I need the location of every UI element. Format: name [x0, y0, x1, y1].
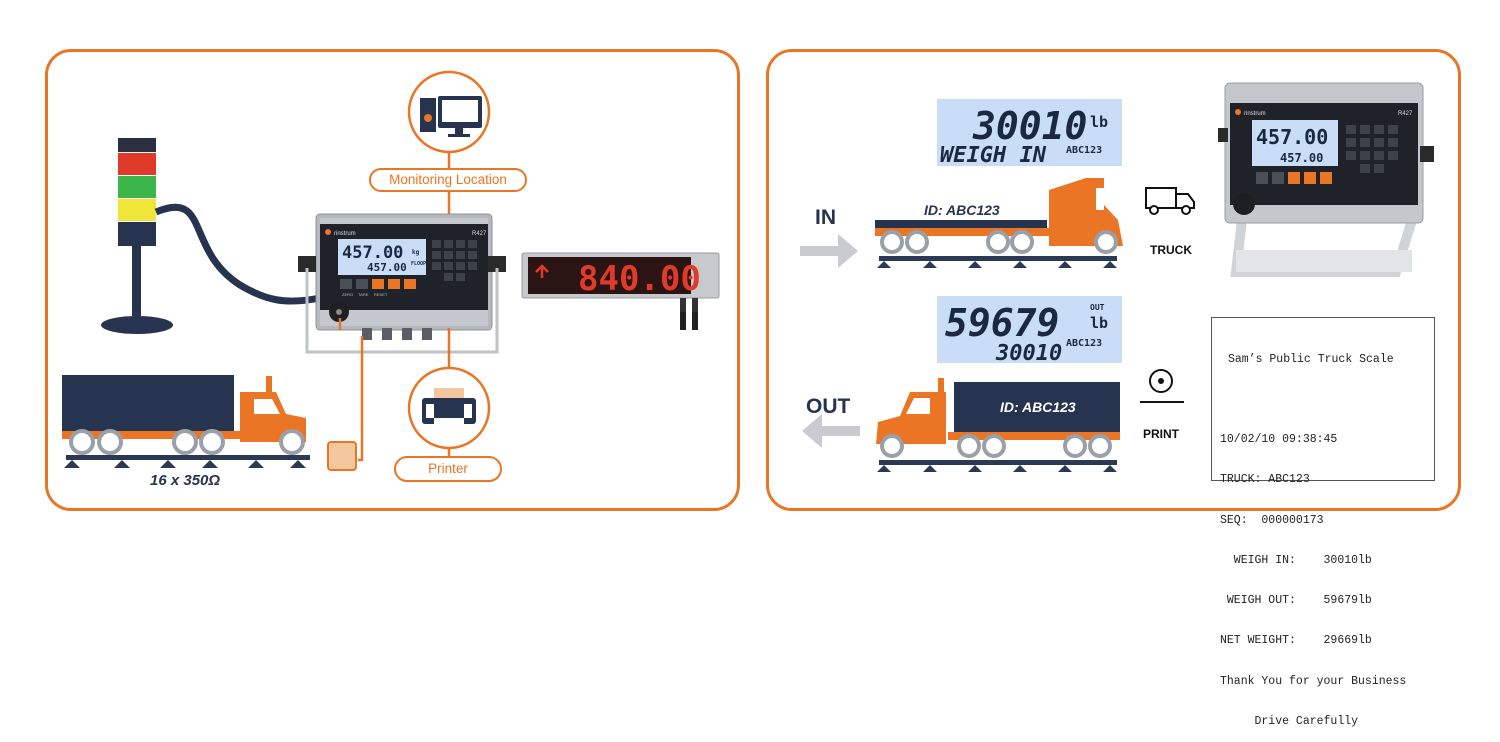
truck-id-out: ID: ABC123	[1000, 399, 1076, 415]
ticket-line: Sam’s Public Truck Scale	[1228, 352, 1394, 366]
monitoring-location-label: Monitoring Location	[369, 168, 527, 192]
indicator-unit: kg	[412, 249, 420, 256]
truck-in: ID: ABC123	[875, 178, 1123, 268]
ticket-line: WEIGH OUT: 59679lb	[1220, 594, 1372, 608]
out-arrow-icon	[802, 414, 860, 448]
lcd-in-value: 30010	[972, 104, 1087, 148]
truck-out: ID: ABC123	[876, 378, 1120, 472]
ticket-line: SEQ: 000000173	[1220, 513, 1324, 527]
lcd-out-sub-value: 30010	[995, 341, 1062, 366]
indicator-photo: rinstrum R427 457.00 457.00	[1218, 82, 1434, 277]
remote-display-value: 840.00	[578, 259, 701, 299]
weigh-ticket: Sam’s Public Truck Scale 10/02/10 09:38:…	[1211, 317, 1435, 728]
indicator-floop: FLOOP	[411, 261, 426, 267]
ticket-line: WEIGH IN: 30010lb	[1220, 553, 1372, 567]
out-label: OUT	[806, 395, 851, 418]
lcd-out-unit: lb	[1090, 314, 1108, 332]
indicator-brand: rinstrum	[334, 231, 356, 237]
key-reset: RESET	[374, 292, 388, 297]
ticket-line: 10/02/10 09:38:45	[1220, 433, 1338, 447]
load-cells-label: 16 x 350Ω	[150, 472, 220, 489]
lcd-out-value: 59679	[945, 301, 1059, 345]
ticket-line: Thank You for your Business	[1220, 674, 1407, 688]
weighbridge-platform	[64, 455, 310, 468]
lcd-weigh-out: 59679 OUT lb 30010 ABC123	[937, 296, 1122, 366]
printer-icon	[407, 366, 491, 450]
truck-id-in: ID: ABC123	[924, 202, 1000, 218]
ticket-line: Drive Carefully	[1220, 714, 1359, 728]
key-tare: TARE	[358, 292, 369, 297]
delivery-truck-icon	[1145, 187, 1195, 215]
indicator-main-reading: 457.00	[342, 243, 403, 263]
truck-icon	[62, 375, 306, 442]
photo-main-reading: 457.00	[1256, 125, 1328, 149]
key-zero: ZERO	[342, 292, 353, 297]
photo-brand: rinstrum	[1244, 111, 1266, 117]
diagram-canvas: rinstrum R427 457.00 kg 457.00 FLOOP ZER…	[62, 70, 1434, 489]
lcd-out-tag: OUT	[1090, 303, 1105, 312]
printer-label: Printer	[394, 456, 502, 482]
lcd-in-unit: lb	[1090, 113, 1108, 131]
in-arrow-icon	[800, 234, 858, 268]
ticket-line: NET WEIGHT: 29669lb	[1220, 634, 1372, 648]
in-label: IN	[815, 206, 836, 229]
computer-icon	[407, 70, 491, 154]
lcd-out-id: ABC123	[1066, 338, 1102, 349]
ticket-line	[1220, 393, 1434, 406]
truck-wheels	[69, 429, 305, 455]
print-label: PRINT	[1143, 427, 1180, 441]
junction-box-icon	[327, 441, 357, 471]
indicator-model: R427	[472, 231, 487, 237]
lcd-in-id: ABC123	[1066, 145, 1102, 156]
ticket-line: TRUCK: ABC123	[1220, 473, 1310, 487]
photo-sub-reading: 457.00	[1280, 151, 1323, 165]
print-icon	[1140, 369, 1184, 403]
remote-display: 840.00	[521, 252, 720, 330]
truck-label: TRUCK	[1150, 243, 1192, 257]
lcd-weigh-in: 30010 lb WEIGH IN ABC123	[937, 99, 1122, 168]
tower-light-icon	[101, 138, 321, 334]
photo-model: R427	[1398, 111, 1413, 117]
lcd-in-mode: WEIGH IN	[940, 143, 1047, 168]
weighing-indicator: rinstrum R427 457.00 kg 457.00 FLOOP ZER…	[298, 213, 506, 354]
indicator-sub-reading: 457.00	[367, 261, 407, 274]
